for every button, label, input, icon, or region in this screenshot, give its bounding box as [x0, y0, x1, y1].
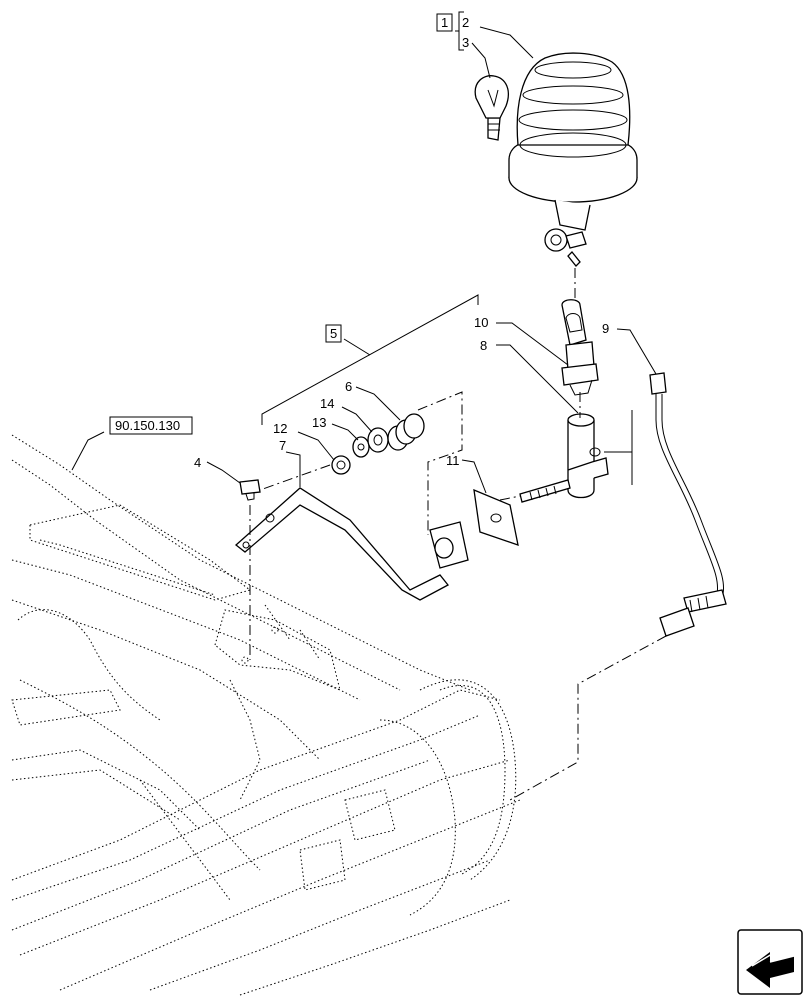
- cable-harness: [649, 372, 727, 637]
- callout-4: 4: [194, 455, 201, 470]
- reference-box: [109, 416, 193, 435]
- nut: [331, 455, 351, 475]
- bulb: [474, 75, 509, 141]
- callout-1: 1: [441, 15, 448, 30]
- callout-8: 8: [480, 338, 487, 353]
- socket-tube: [519, 413, 609, 503]
- callout-9: 9: [602, 321, 609, 336]
- beacon-lamp: [508, 52, 638, 267]
- washer-large: [367, 427, 389, 453]
- callout-14: 14: [320, 396, 334, 411]
- callout-labels: 1 2 3 5 4 6 7 8 9 10 11 12 13 14 90.150.…: [109, 11, 609, 470]
- mount-adapter: [561, 299, 599, 396]
- callout-3: 3: [462, 35, 469, 50]
- callout-2: 2: [462, 15, 469, 30]
- washer: [352, 436, 370, 458]
- leader-lines: [71, 26, 657, 494]
- callout-11: 11: [446, 453, 460, 468]
- assembly-axis-lines: [249, 268, 667, 801]
- callout-10: 10: [474, 315, 488, 330]
- cab-frame-outline: [11, 434, 521, 996]
- group-bracket-5: [261, 294, 479, 425]
- subassembly-bracket-8: [604, 410, 633, 485]
- reference-label[interactable]: 90.150.130: [115, 418, 180, 433]
- bolt: [239, 479, 261, 501]
- clamp-plate: [473, 488, 519, 546]
- callout-box-5: [325, 324, 342, 343]
- callout-7: 7: [279, 438, 286, 453]
- spring: [387, 413, 425, 451]
- mounting-bracket: [234, 487, 469, 601]
- next-page-arrow-icon[interactable]: [737, 929, 803, 995]
- callout-12: 12: [273, 421, 287, 436]
- callout-13: 13: [312, 415, 326, 430]
- callout-6: 6: [345, 379, 352, 394]
- callout-box-1: [436, 13, 453, 32]
- callout-5: 5: [330, 326, 337, 341]
